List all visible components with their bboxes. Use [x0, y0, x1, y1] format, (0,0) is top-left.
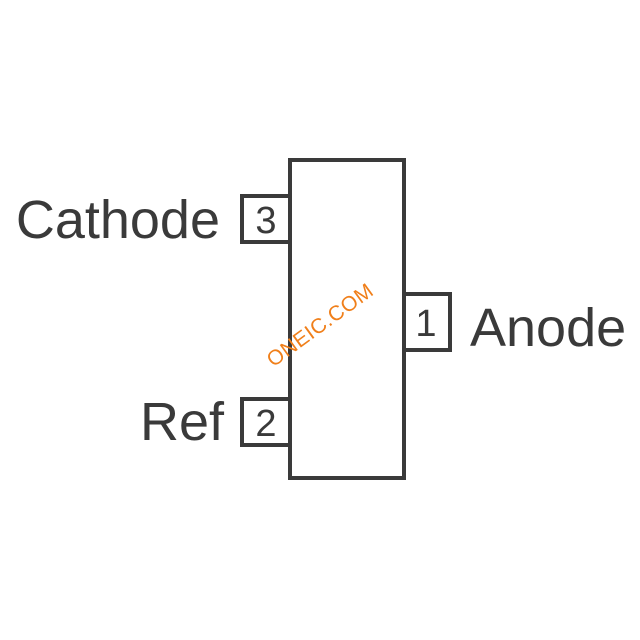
pin-anode-label: Anode — [470, 298, 626, 358]
pin-anode-number: 1 — [415, 303, 436, 345]
pin-ref: 2 Ref — [140, 392, 292, 452]
pin-ref-box — [240, 397, 292, 447]
pin-cathode-box — [240, 194, 292, 244]
pin-anode-box — [402, 292, 452, 352]
pin-cathode-number: 3 — [255, 200, 276, 242]
pin-cathode: 3 Cathode — [16, 190, 292, 250]
pin-ref-label: Ref — [140, 392, 225, 452]
pin-anode: 1 Anode — [402, 292, 626, 358]
pin-ref-number: 2 — [255, 403, 276, 445]
watermark-text: ONEIC.COM — [263, 279, 378, 372]
pin-cathode-label: Cathode — [16, 190, 220, 250]
